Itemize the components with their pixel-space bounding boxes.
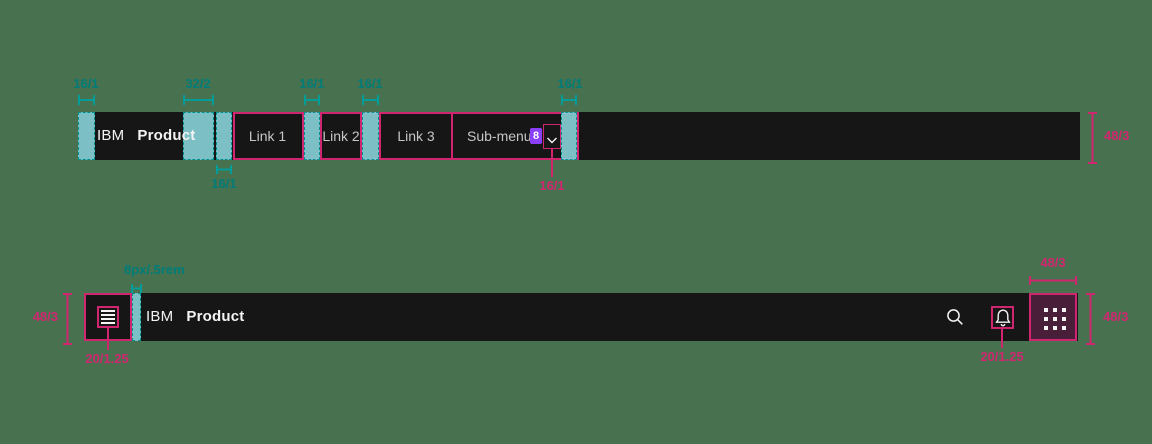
bottom-header-bar bbox=[84, 293, 1078, 341]
spacing-strip bbox=[304, 112, 320, 160]
spacing-label: 32/2 bbox=[185, 76, 211, 91]
spacing-bracket bbox=[561, 95, 577, 105]
spacing-bracket bbox=[362, 95, 379, 105]
annotation-line bbox=[1001, 329, 1003, 348]
spacing-bracket bbox=[304, 95, 320, 105]
spacing-label: 16/1 bbox=[73, 76, 99, 91]
bell-icon bbox=[994, 308, 1011, 326]
size-label: 48/3 bbox=[1104, 128, 1130, 143]
size-label: 48/3 bbox=[1103, 309, 1129, 324]
spacing-strip bbox=[78, 112, 95, 160]
annotation-line bbox=[551, 149, 553, 177]
size-label: 20/1.25 bbox=[980, 349, 1024, 364]
nav-outline-line bbox=[451, 112, 453, 160]
spacing-label: 8px/.5rem bbox=[124, 262, 185, 277]
spacing-strip bbox=[132, 293, 141, 341]
bell-icon-highlight-box bbox=[991, 306, 1014, 329]
spacing-label: 16/1 bbox=[357, 76, 383, 91]
width-bracket bbox=[1029, 276, 1077, 285]
top-header-brand[interactable]: IBM Product bbox=[97, 112, 195, 160]
height-bracket bbox=[63, 293, 72, 345]
nav-outline-line bbox=[302, 112, 304, 160]
brand-name: Product bbox=[137, 127, 196, 144]
brand-prefix: IBM bbox=[146, 308, 174, 325]
nav-outline-line bbox=[360, 112, 362, 160]
spacing-bracket bbox=[78, 95, 95, 105]
nav-submenu[interactable]: Sub-menu bbox=[467, 112, 532, 160]
spacing-strip bbox=[216, 112, 232, 160]
nav-outline-line bbox=[320, 112, 322, 160]
submenu-count-badge: 8 bbox=[530, 128, 542, 144]
bottom-header-brand[interactable]: IBM Product bbox=[146, 293, 244, 341]
spacing-strip bbox=[183, 112, 214, 160]
nav-outline-line bbox=[233, 112, 579, 114]
size-label: 20/1.25 bbox=[85, 351, 129, 366]
nav-link-2[interactable]: Link 2 bbox=[322, 128, 360, 144]
size-label: 48/3 bbox=[32, 309, 58, 324]
spacing-strip bbox=[362, 112, 379, 160]
size-label: 48/3 bbox=[1040, 255, 1066, 270]
app-switcher-button[interactable] bbox=[1029, 293, 1077, 341]
spacing-bracket bbox=[131, 284, 142, 293]
chevron-down-icon[interactable] bbox=[546, 132, 558, 150]
nav-outline-line bbox=[379, 112, 381, 160]
nav-outline-line bbox=[577, 112, 579, 160]
chevron-highlight-box bbox=[543, 124, 561, 149]
spacing-label: 16/1 bbox=[299, 76, 325, 91]
size-label: 16/1 bbox=[539, 178, 565, 193]
menu-button[interactable] bbox=[97, 306, 119, 328]
nav-outline-line bbox=[233, 158, 579, 160]
nav-link-1[interactable]: Link 1 bbox=[248, 128, 287, 144]
grid-icon bbox=[1044, 308, 1066, 330]
search-button[interactable] bbox=[943, 305, 967, 329]
notifications-button[interactable] bbox=[992, 307, 1013, 328]
menu-icon bbox=[101, 310, 115, 324]
annotation-line bbox=[107, 328, 109, 350]
height-bracket bbox=[1088, 112, 1097, 164]
search-icon bbox=[947, 309, 963, 325]
nav-link-3[interactable]: Link 3 bbox=[397, 128, 435, 144]
spacing-strip bbox=[561, 112, 577, 160]
top-header-bar bbox=[78, 112, 1080, 160]
nav-outline-line bbox=[233, 112, 235, 160]
brand-name: Product bbox=[186, 308, 245, 325]
menu-icon-highlight-box bbox=[97, 306, 119, 328]
spacing-label: 16/1 bbox=[211, 176, 237, 191]
brand-prefix: IBM bbox=[97, 127, 125, 144]
spacing-bracket bbox=[183, 95, 214, 105]
height-bracket bbox=[1086, 293, 1095, 345]
spacing-bracket bbox=[216, 165, 232, 174]
submenu-label: Sub-menu bbox=[467, 128, 532, 144]
spacing-label: 16/1 bbox=[557, 76, 583, 91]
